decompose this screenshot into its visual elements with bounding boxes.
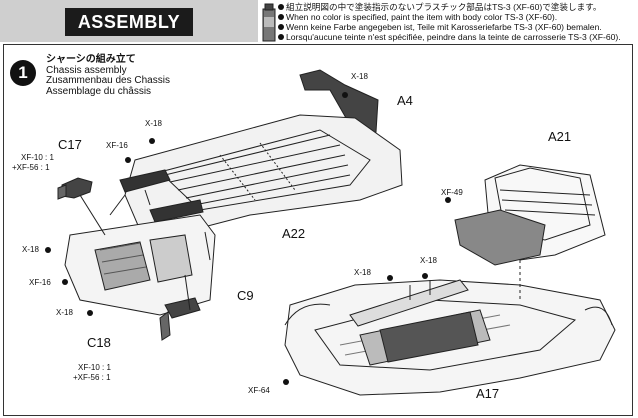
part-label-c18: C18 (87, 335, 111, 350)
step-frame (3, 44, 633, 416)
bullet-icon (278, 24, 284, 30)
paint-label: XF-10 : 1 (21, 153, 54, 162)
paint-label: +XF-56 : 1 (12, 163, 50, 172)
paint-can-icon (262, 3, 276, 42)
step-number: 1 (10, 60, 36, 86)
paint-label: X-18 (420, 256, 437, 265)
part-label-a17: A17 (476, 386, 500, 401)
paint-label: +XF-56 : 1 (73, 373, 111, 382)
step-title: シャーシの組み立て Chassis assembly Zusammenbau d… (46, 54, 170, 97)
paint-label: XF-16 (106, 141, 128, 150)
paint-label: X-18 (145, 119, 162, 128)
bullet-icon (278, 34, 284, 40)
paint-label: X-18 (351, 72, 368, 81)
part-label-a21: A21 (548, 129, 572, 144)
section-title: ASSEMBLY (65, 8, 193, 36)
paint-note: 組立説明図の中で塗装指示のないプラスチック部品はTS-3 (XF-60)で塗装し… (278, 2, 636, 42)
paint-label: X-18 (354, 268, 371, 277)
paint-label: X-18 (22, 245, 39, 254)
paint-label: XF-49 (441, 188, 463, 197)
part-label-c17: C17 (58, 137, 82, 152)
part-label-a4: A4 (397, 93, 413, 108)
paint-label: XF-16 (29, 278, 51, 287)
part-label-c9: C9 (237, 288, 254, 303)
bullet-icon (278, 4, 284, 10)
part-label-a22: A22 (282, 226, 306, 241)
bullet-icon (278, 14, 284, 20)
paint-label: XF-64 (248, 386, 270, 395)
paint-label: XF-10 : 1 (78, 363, 111, 372)
paint-label: X-18 (56, 308, 73, 317)
